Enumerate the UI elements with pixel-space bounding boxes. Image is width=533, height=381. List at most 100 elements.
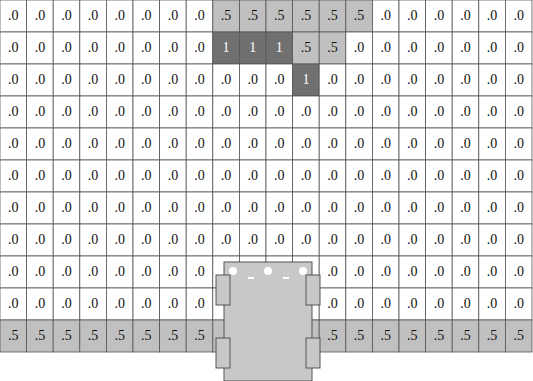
grid-cell bbox=[399, 64, 426, 96]
cell-value: .0 bbox=[168, 296, 179, 312]
cell-value: .0 bbox=[301, 104, 312, 120]
grid-cell bbox=[372, 320, 399, 352]
cell-value: .0 bbox=[194, 8, 205, 24]
grid-cell bbox=[53, 256, 80, 288]
cell-value: .0 bbox=[61, 104, 72, 120]
cell-value: .0 bbox=[434, 296, 445, 312]
cell-value: .0 bbox=[487, 168, 498, 184]
cell-value: .5 bbox=[88, 328, 99, 344]
grid-cell bbox=[479, 160, 506, 192]
grid-cell bbox=[27, 0, 54, 32]
grid-cell bbox=[479, 224, 506, 256]
cell-value: .0 bbox=[8, 104, 19, 120]
cell-value: .5 bbox=[327, 8, 338, 24]
cell-value: .5 bbox=[8, 328, 19, 344]
grid-cell bbox=[80, 64, 107, 96]
cell-value: .5 bbox=[327, 40, 338, 56]
cell-value: .0 bbox=[354, 136, 365, 152]
cell-value: .0 bbox=[35, 200, 46, 216]
cell-value: .0 bbox=[380, 136, 391, 152]
grid-cell bbox=[346, 160, 373, 192]
cell-value: .0 bbox=[354, 72, 365, 88]
cell-value: .0 bbox=[141, 264, 152, 280]
grid-cell bbox=[426, 128, 453, 160]
grid-cell bbox=[239, 64, 266, 96]
cell-value: .0 bbox=[141, 136, 152, 152]
cell-value: .0 bbox=[168, 264, 179, 280]
grid-cell bbox=[319, 320, 346, 352]
cell-value: .0 bbox=[8, 136, 19, 152]
grid-cell bbox=[213, 96, 240, 128]
cell-value: .0 bbox=[380, 200, 391, 216]
cell-value: .0 bbox=[487, 40, 498, 56]
cell-value: .0 bbox=[487, 232, 498, 248]
cell-value: .0 bbox=[61, 40, 72, 56]
cell-value: .0 bbox=[221, 104, 232, 120]
grid-cell bbox=[346, 32, 373, 64]
cell-value: .0 bbox=[247, 136, 258, 152]
cell-value: .0 bbox=[88, 136, 99, 152]
grid-cell bbox=[372, 128, 399, 160]
cell-value: .0 bbox=[354, 200, 365, 216]
grid-cell bbox=[346, 0, 373, 32]
cell-value: .0 bbox=[114, 40, 125, 56]
grid-cell bbox=[106, 320, 133, 352]
grid-cell bbox=[319, 288, 346, 320]
cell-value: .0 bbox=[194, 72, 205, 88]
grid-cell bbox=[346, 256, 373, 288]
cell-value: .0 bbox=[8, 40, 19, 56]
cell-value: .0 bbox=[513, 232, 524, 248]
cell-value: .5 bbox=[407, 328, 418, 344]
cell-value: .0 bbox=[301, 200, 312, 216]
cell-value: .0 bbox=[407, 264, 418, 280]
cell-value: .0 bbox=[434, 8, 445, 24]
grid-cell bbox=[106, 32, 133, 64]
grid-cell bbox=[399, 256, 426, 288]
grid-cell bbox=[80, 96, 107, 128]
cell-value: .5 bbox=[487, 328, 498, 344]
grid-cell bbox=[0, 64, 27, 96]
grid-cell bbox=[53, 0, 80, 32]
grid-cell bbox=[346, 288, 373, 320]
grid-cell bbox=[399, 224, 426, 256]
grid-cell bbox=[186, 32, 213, 64]
cell-value: .0 bbox=[114, 168, 125, 184]
cell-value: .0 bbox=[114, 72, 125, 88]
grid-cell bbox=[346, 96, 373, 128]
grid-cell bbox=[106, 0, 133, 32]
grid-cell bbox=[266, 224, 293, 256]
robot-wheel bbox=[306, 338, 320, 368]
cell-value: .0 bbox=[168, 200, 179, 216]
cell-value: .0 bbox=[487, 200, 498, 216]
grid-cell bbox=[452, 192, 479, 224]
cell-value: .0 bbox=[301, 136, 312, 152]
cell-value: .0 bbox=[35, 136, 46, 152]
grid-cell bbox=[133, 96, 160, 128]
cell-value: .0 bbox=[114, 104, 125, 120]
grid-cell bbox=[27, 160, 54, 192]
cell-value: .0 bbox=[487, 72, 498, 88]
grid-cell bbox=[53, 288, 80, 320]
grid-cell bbox=[80, 288, 107, 320]
grid-cell bbox=[80, 224, 107, 256]
cell-value: .5 bbox=[274, 8, 285, 24]
cell-value: .0 bbox=[168, 168, 179, 184]
grid-cell bbox=[505, 224, 532, 256]
cell-value: .0 bbox=[460, 168, 471, 184]
cell-value: .0 bbox=[35, 40, 46, 56]
cell-value: .5 bbox=[354, 328, 365, 344]
grid-cell bbox=[266, 160, 293, 192]
grid-cell bbox=[426, 64, 453, 96]
grid-cell bbox=[319, 96, 346, 128]
grid-cell bbox=[0, 192, 27, 224]
cell-value: .0 bbox=[114, 200, 125, 216]
cell-value: .0 bbox=[407, 200, 418, 216]
cell-value: .0 bbox=[460, 200, 471, 216]
cell-value: .5 bbox=[327, 328, 338, 344]
cell-value: .0 bbox=[354, 104, 365, 120]
grid-cell bbox=[160, 288, 187, 320]
cell-value: .0 bbox=[407, 168, 418, 184]
cell-value: .0 bbox=[513, 264, 524, 280]
cell-value: .0 bbox=[247, 232, 258, 248]
